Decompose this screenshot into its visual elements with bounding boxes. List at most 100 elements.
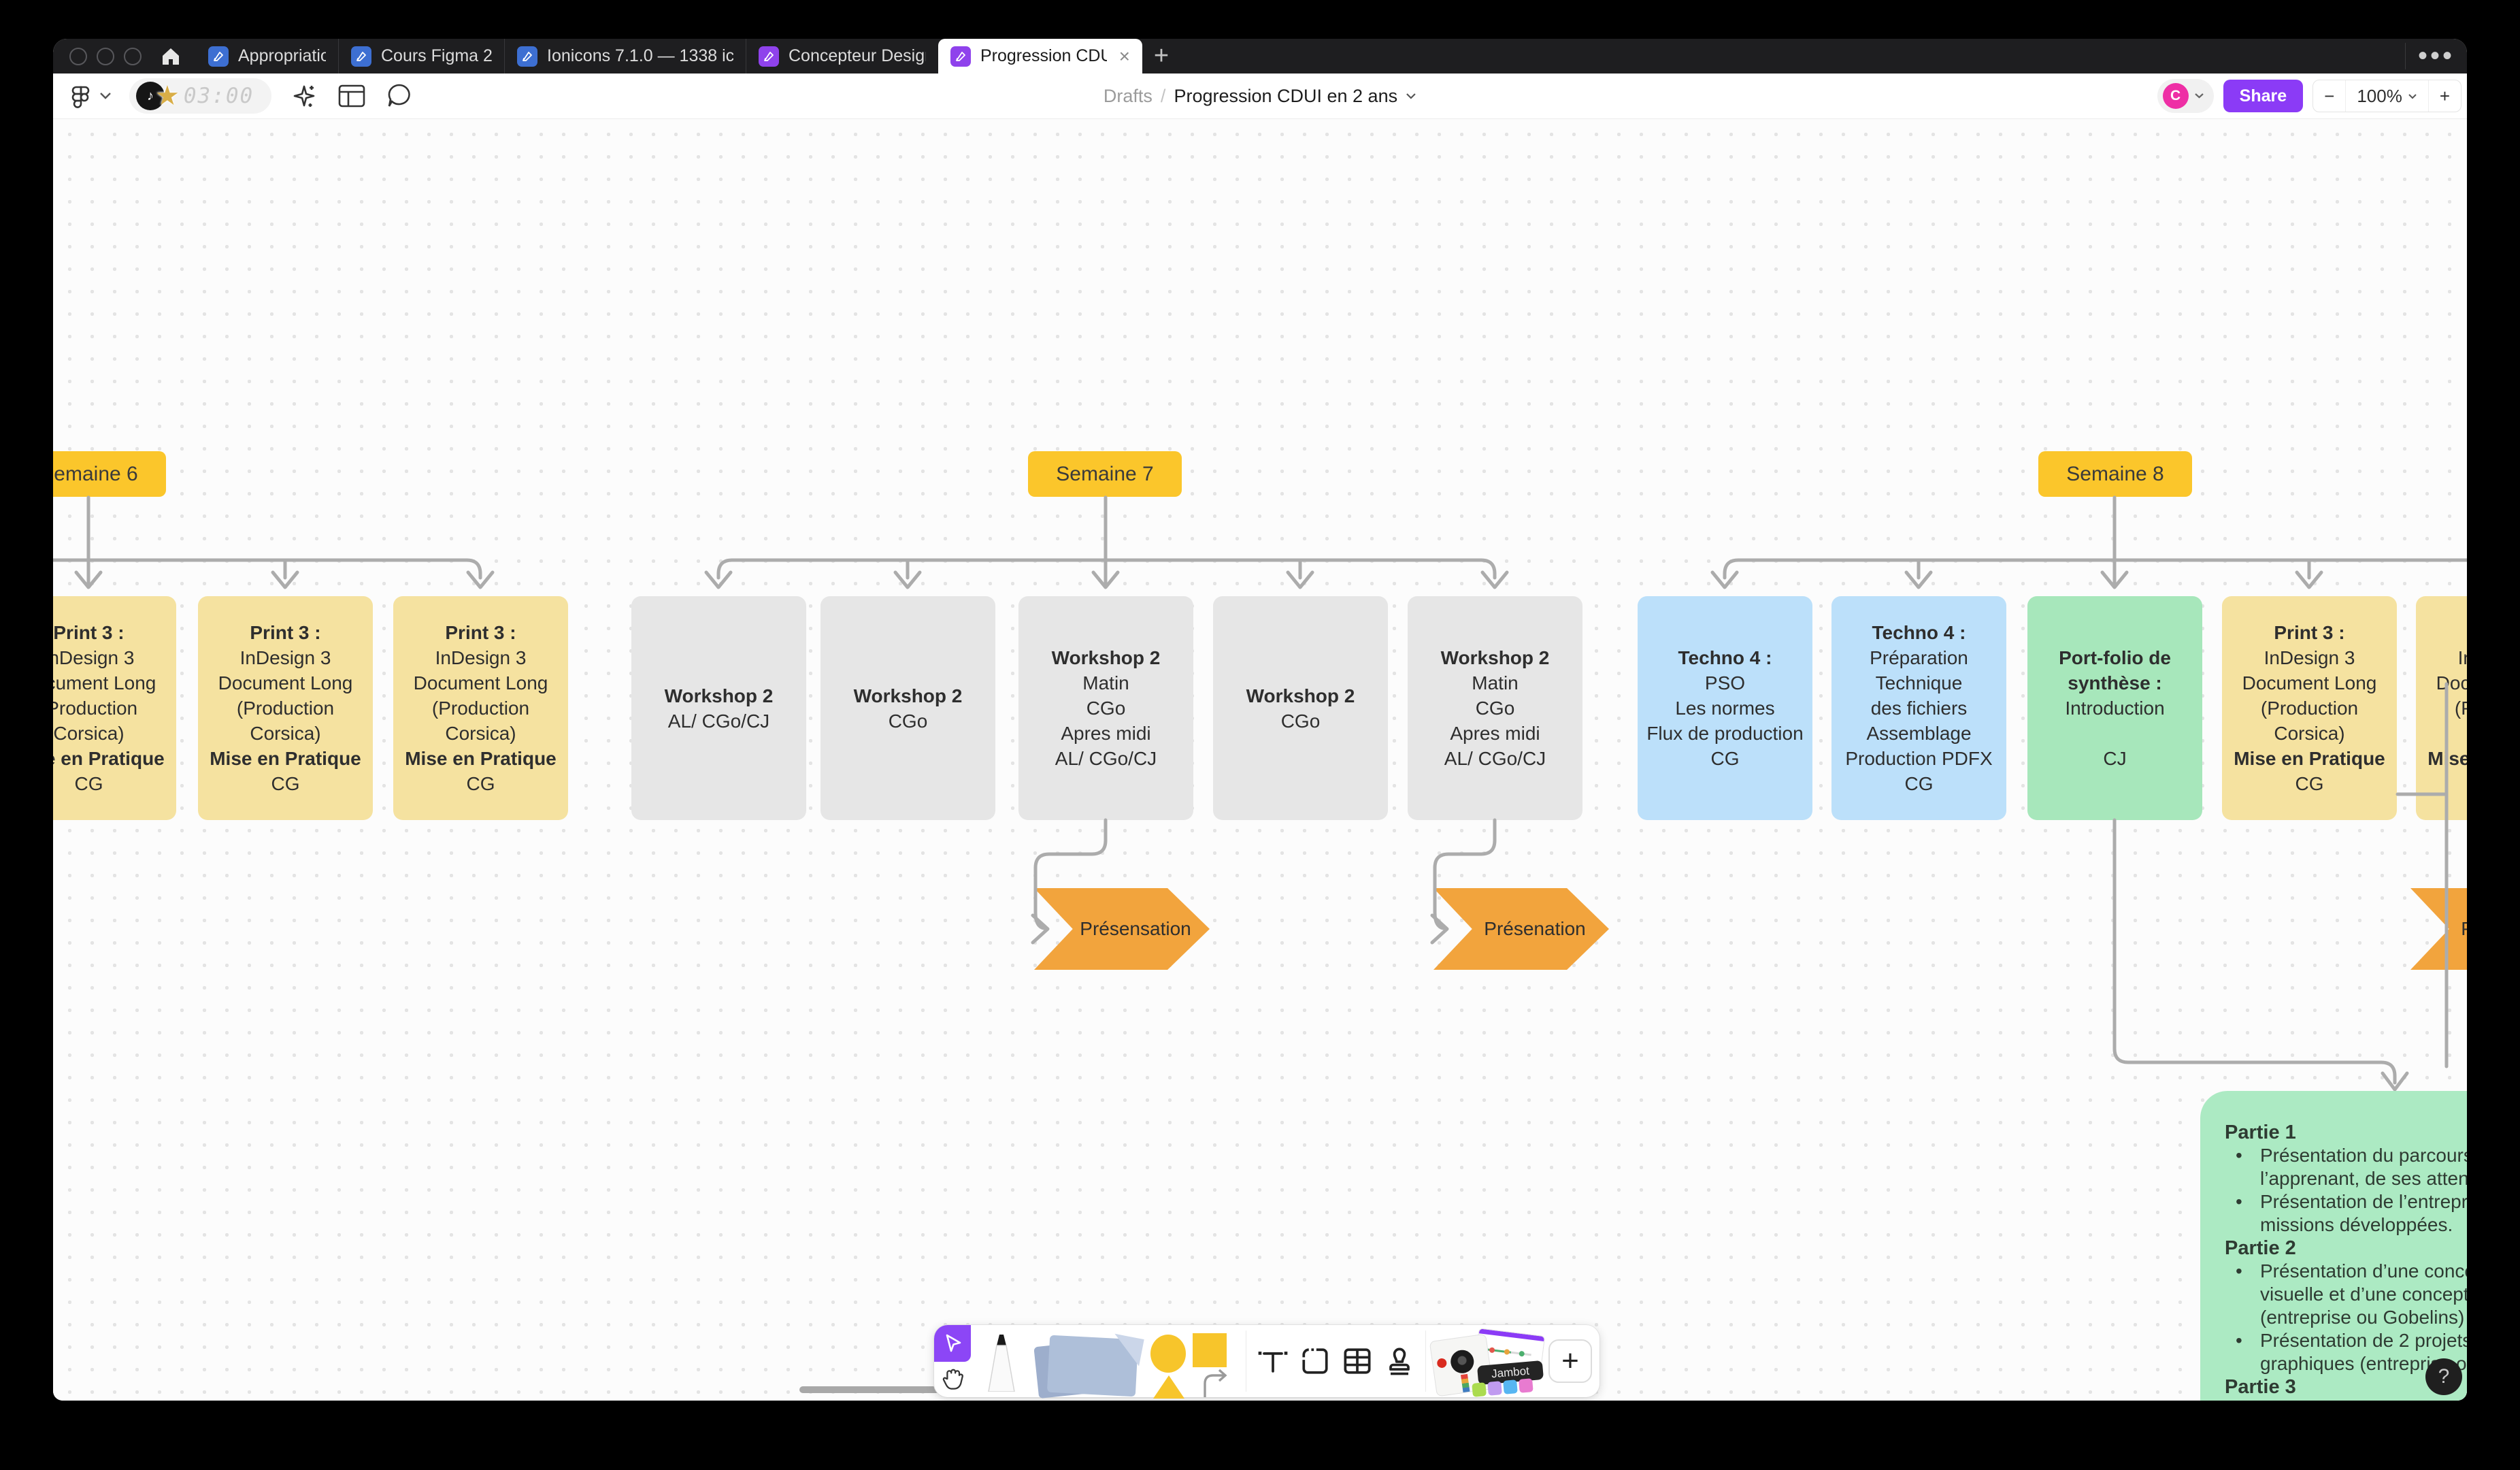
hand-tool[interactable] — [940, 1366, 966, 1395]
week-header-0[interactable]: Semaine 6 — [53, 451, 166, 497]
card-line: Introduction — [2065, 698, 2165, 719]
help-button[interactable]: ? — [2425, 1358, 2462, 1395]
arrow-label: Présenation — [1484, 918, 1586, 939]
breadcrumb: Drafts / Progression CDUI en 2 ans — [1104, 74, 1416, 118]
main-menu-button[interactable] — [68, 82, 112, 110]
browser-tab-3[interactable]: Concepteur Designer UI — [746, 39, 938, 74]
note-line: missions développées. — [2260, 1214, 2453, 1235]
card-line: Mise en Pratique — [2427, 748, 2467, 769]
card-line: CG — [271, 773, 300, 794]
sticky-note-tool[interactable] — [1033, 1333, 1145, 1399]
layout-templates-button[interactable] — [337, 81, 367, 111]
note-line: •Présentation de 2 projets de produ — [2236, 1330, 2467, 1351]
text-tool[interactable] — [1254, 1342, 1292, 1380]
week-header-1[interactable]: Semaine 7 — [1028, 451, 1182, 497]
browser-window: Appropriation Cours Figma 2023Ionicons 7.… — [53, 39, 2467, 1401]
maximize-window-button[interactable] — [124, 47, 142, 65]
card-line: Préparation — [1870, 647, 1968, 668]
window-controls — [53, 39, 155, 74]
figma-file-icon — [950, 46, 971, 67]
presentation-arrow-1[interactable]: Présenation — [1433, 888, 1609, 970]
card-line: CGo — [888, 710, 928, 732]
browser-tab-4[interactable]: Progression CDUI en 2 ans× — [938, 39, 1142, 74]
card-line: (Production — [2454, 698, 2467, 719]
card-line: Corsica) — [445, 723, 516, 744]
vinyl-disc-icon: ♪ — [136, 82, 165, 110]
card-line: Corsica) — [250, 723, 321, 744]
presentation-arrow-0[interactable]: Présensation — [1034, 888, 1210, 970]
week-header-2[interactable]: Semaine 8 — [2038, 451, 2192, 497]
breadcrumb-drafts[interactable]: Drafts — [1103, 85, 1153, 106]
note-line: Partie 1 — [2225, 1122, 2296, 1143]
music-timer-widget[interactable]: ♪ ★ 03:00 — [129, 78, 272, 114]
ellipse-shape-icon — [1150, 1335, 1186, 1373]
tab-label: Appropriation — [238, 46, 326, 65]
card-line: Print 3 : — [445, 622, 516, 643]
arrow-label: Présensation — [1080, 918, 1191, 939]
note-line: •Présentation de l’entreprise d’accu — [2236, 1191, 2467, 1212]
stamp-tool[interactable] — [1380, 1342, 1419, 1380]
section-tool[interactable] — [1296, 1342, 1334, 1380]
card-line: Apres midi — [1061, 723, 1151, 744]
card-line: Mise en Pratique — [53, 748, 165, 769]
card-line: Les normes — [1675, 698, 1775, 719]
minimize-window-button[interactable] — [97, 47, 114, 65]
card-line: Matin — [1082, 672, 1129, 693]
zoom-level-menu[interactable]: 100% — [2345, 80, 2428, 112]
browser-tab-0[interactable]: Appropriation — [196, 39, 338, 74]
chevron-down-icon[interactable] — [1406, 93, 1416, 100]
zoom-in-button[interactable]: + — [2427, 80, 2461, 112]
add-tool-button[interactable]: + — [1548, 1339, 1592, 1383]
browser-tab-2[interactable]: Ionicons 7.1.0 — 1338 icons pack (C — [504, 39, 746, 74]
card-line: InDesign 3 — [239, 647, 331, 668]
table-tool[interactable] — [1338, 1342, 1376, 1380]
user-avatar: C — [2162, 83, 2189, 109]
comment-button[interactable] — [384, 81, 414, 111]
chevron-down-icon — [100, 93, 111, 99]
close-tab-icon[interactable]: × — [1118, 45, 1130, 67]
card-line: (Production — [236, 698, 335, 719]
zoom-out-button[interactable]: − — [2324, 85, 2335, 106]
file-title[interactable]: Progression CDUI en 2 ans — [1174, 85, 1398, 106]
share-button[interactable]: Share — [2223, 80, 2304, 112]
browser-more-button[interactable]: ••• — [2406, 39, 2467, 74]
home-button[interactable] — [155, 39, 196, 74]
select-tool[interactable] — [934, 1325, 971, 1362]
close-window-button[interactable] — [69, 47, 87, 65]
shape-tool[interactable] — [1150, 1332, 1239, 1399]
presentation-arrow-2[interactable]: Présenation — [2410, 888, 2467, 970]
card-line: Technique — [1875, 672, 1963, 693]
card-line: (Production — [431, 698, 530, 719]
account-menu[interactable]: C — [2157, 79, 2214, 113]
ai-actions-button[interactable] — [289, 81, 319, 111]
card-line: CG — [1710, 748, 1740, 769]
card-line: AL/ CGo/CJ — [1055, 748, 1157, 769]
marker-tool[interactable] — [979, 1332, 1024, 1395]
card-line: Corsica) — [2274, 723, 2345, 744]
notes-panel[interactable]: Partie 1•Présentation du parcours, du pr… — [2200, 1091, 2467, 1401]
card-line: Port-folio de — [2059, 647, 2171, 668]
browser-tab-1[interactable]: Cours Figma 2023 — [338, 39, 504, 74]
card-line: synthèse : — [2068, 672, 2162, 693]
new-tab-button[interactable]: + — [1153, 42, 1170, 70]
card-line: Workshop 2 — [1440, 647, 1550, 668]
card-line: Document Long — [2242, 672, 2377, 693]
media-widgets-button[interactable]: Jambot — [1429, 1328, 1548, 1397]
card-line: InDesign 3 — [53, 647, 135, 668]
card-line: AL/ CGo/CJ — [1444, 748, 1546, 769]
tab-label: Concepteur Designer UI — [789, 46, 926, 65]
